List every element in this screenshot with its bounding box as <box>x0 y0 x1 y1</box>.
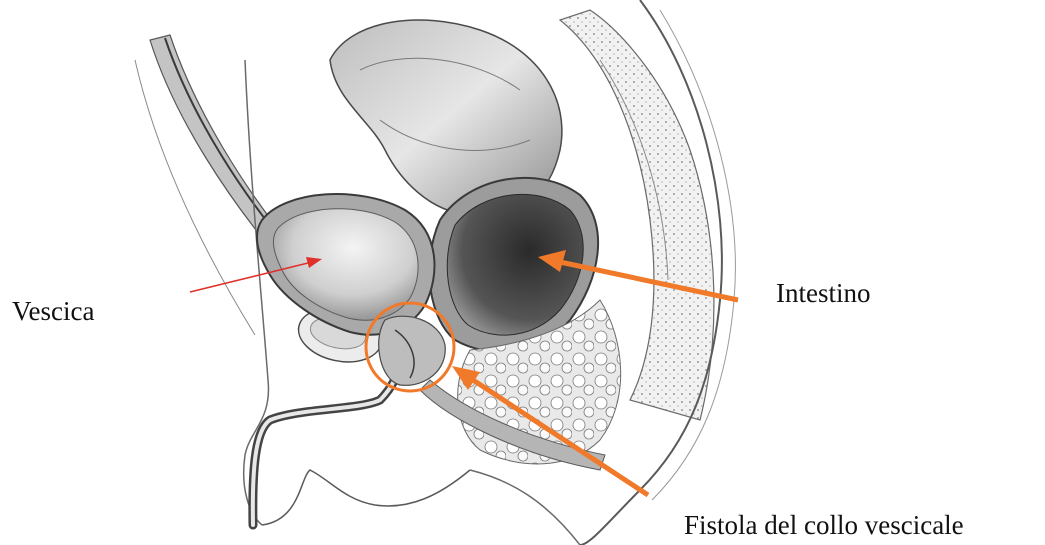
label-intestino: Intestino <box>776 280 871 307</box>
urethra <box>253 345 405 525</box>
label-fistola: Fistola del collo vescicale <box>684 512 964 539</box>
bladder <box>257 194 435 335</box>
abdominal-wall <box>135 35 295 335</box>
label-vescica: Vescica <box>12 298 94 325</box>
bladder-neck <box>379 316 446 385</box>
